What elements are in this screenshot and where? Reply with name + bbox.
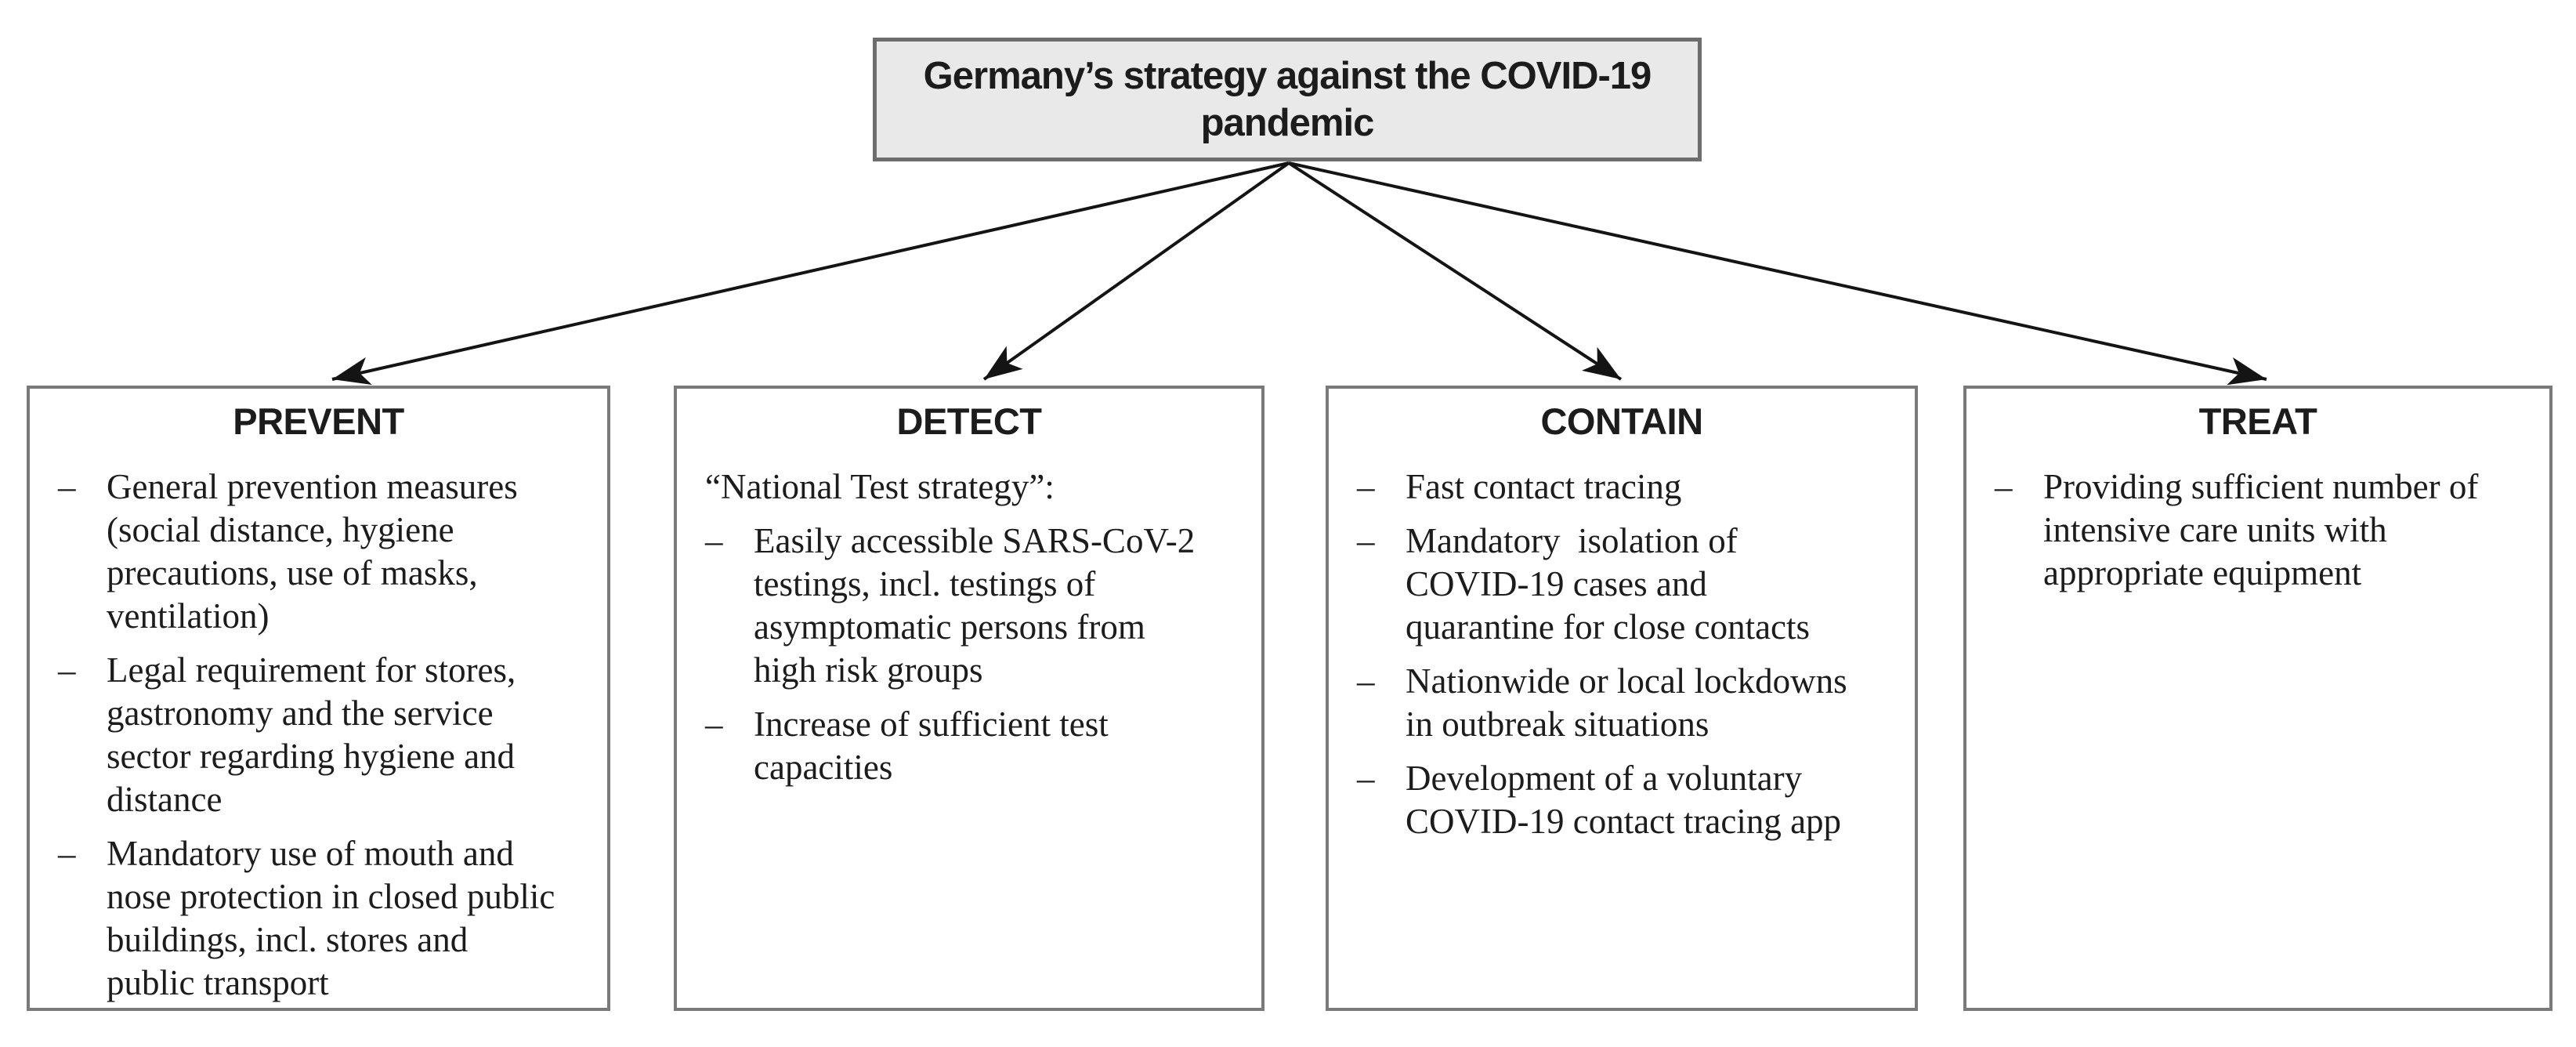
list-item-text: Fast contact tracing bbox=[1406, 467, 1682, 506]
node-title-contain: CONTAIN bbox=[1540, 400, 1703, 442]
diagram-node-treat: TREAT – Providing sufficient number of i… bbox=[1963, 386, 2552, 1011]
list-item: – Mandatory isolation of COVID-19 cases … bbox=[1329, 520, 1915, 649]
list-item: – Easily accessible SARS-CoV-2 testings,… bbox=[677, 520, 1261, 692]
list-item: – Providing sufficient number of intensi… bbox=[1966, 466, 2549, 595]
node-title-treat: TREAT bbox=[2198, 400, 2317, 442]
list-item: – Fast contact tracing bbox=[1329, 466, 1915, 509]
root-title-line1: Germany’s strategy against the COVID-19 bbox=[923, 55, 1652, 97]
dash-bullet: – bbox=[705, 705, 723, 744]
diagram-node-prevent: PREVENT – General prevention measures (s… bbox=[27, 386, 610, 1011]
dash-bullet: – bbox=[1995, 467, 2013, 506]
dash-bullet: – bbox=[1357, 759, 1375, 798]
dash-bullet: – bbox=[1357, 467, 1375, 506]
arrow-to-contain bbox=[1287, 161, 1623, 381]
list-item-text: Legal requirement for stores, gastronomy… bbox=[107, 650, 516, 819]
node-title-detect: DETECT bbox=[896, 400, 1043, 442]
list-item-text: Easily accessible SARS-CoV-2 testings, i… bbox=[754, 521, 1196, 690]
list-item: – Nationwide or local lockdowns in outbr… bbox=[1329, 660, 1915, 746]
diagram-node-contain: CONTAIN – Fast contact tracing – Mandato… bbox=[1326, 386, 1918, 1011]
node-body-detect: “National Test strategy”: – Easily acces… bbox=[677, 466, 1261, 789]
dash-bullet: – bbox=[1357, 661, 1375, 701]
list-item-text: Providing sufficient number of intensive… bbox=[2043, 467, 2479, 592]
list-item-text: General prevention measures (social dist… bbox=[107, 467, 518, 636]
list-item: – Mandatory use of mouth and nose protec… bbox=[30, 832, 607, 1005]
diagram-node-detect: DETECT “National Test strategy”: – Easil… bbox=[674, 386, 1264, 1011]
dash-bullet: – bbox=[58, 834, 76, 873]
list-item-text: Nationwide or local lockdowns in outbrea… bbox=[1406, 661, 1847, 744]
arrow-to-treat bbox=[1288, 161, 2267, 386]
node-body-contain: – Fast contact tracing – Mandatory isola… bbox=[1329, 466, 1915, 843]
node-body-treat: – Providing sufficient number of intensi… bbox=[1966, 466, 2549, 595]
list-item: – Increase of sufficient test capacities bbox=[677, 703, 1261, 789]
dash-bullet: – bbox=[705, 521, 723, 560]
list-item-text: Increase of sufficient test capacities bbox=[754, 705, 1109, 787]
dash-bullet: – bbox=[58, 467, 76, 506]
list-item-text: Development of a voluntary COVID-19 cont… bbox=[1406, 759, 1842, 841]
intro-text: “National Test strategy”: bbox=[705, 467, 1055, 506]
diagram-root-node: Germany’s strategy against the COVID-19 … bbox=[873, 38, 1702, 161]
dash-bullet: – bbox=[1357, 521, 1375, 560]
arrow-to-prevent bbox=[331, 161, 1290, 385]
list-item: – Legal requirement for stores, gastrono… bbox=[30, 649, 607, 821]
list-item: – Development of a voluntary COVID-19 co… bbox=[1329, 757, 1915, 843]
arrow-to-detect bbox=[982, 161, 1290, 381]
list-item-text: Mandatory use of mouth and nose protecti… bbox=[107, 834, 555, 1002]
dash-bullet: – bbox=[58, 650, 76, 690]
root-title-line2: pandemic bbox=[1200, 102, 1375, 144]
node-title-prevent: PREVENT bbox=[233, 400, 404, 442]
list-item: – General prevention measures (social di… bbox=[30, 466, 607, 638]
node-body-prevent: – General prevention measures (social di… bbox=[30, 466, 607, 1005]
list-item-text: Mandatory isolation of COVID-19 cases an… bbox=[1406, 521, 1811, 647]
